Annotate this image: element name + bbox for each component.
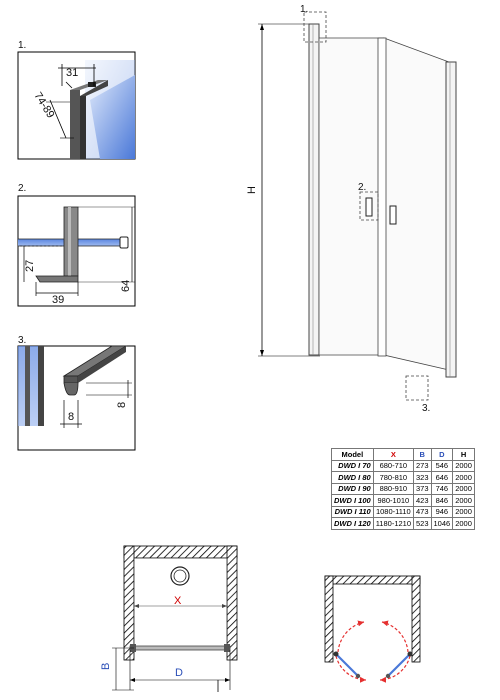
table-row: DWD I 70 680-710 273 546 2000 (331, 459, 475, 472)
table-row: DWD I 100 980-1010 423 846 2000 (331, 494, 475, 507)
detail2-height1-dim: 27 (24, 260, 36, 272)
cell-d: 946 (430, 505, 454, 518)
col-b: B (413, 448, 432, 461)
cell-d: 746 (430, 482, 454, 495)
callout-1: 1. (300, 4, 308, 15)
cell-model: DWD I 120 (331, 517, 374, 530)
plan-b-dim: B (100, 663, 112, 670)
callout-3: 3. (422, 403, 430, 414)
cell-h: 2000 (452, 459, 475, 472)
detail1-panel (17, 51, 136, 160)
cell-h: 2000 (452, 494, 475, 507)
detail3-width-dim: 8 (68, 411, 74, 423)
table-row: DWD I 110 1080-1110 473 946 2000 (331, 505, 475, 518)
door-elevation (258, 11, 457, 401)
detail1-label: 1. (18, 40, 26, 51)
col-h: H (452, 448, 475, 461)
door-swing-diagram (324, 575, 421, 683)
detail2-panel (17, 195, 136, 307)
cell-d: 646 (430, 471, 454, 484)
detail1-width-dim: 31 (66, 67, 78, 79)
cell-b: 373 (413, 482, 432, 495)
cell-b: 473 (413, 505, 432, 518)
cell-h: 2000 (452, 482, 475, 495)
cell-x: 780-810 (372, 471, 415, 484)
cell-d: 1046 (430, 517, 454, 530)
dimension-table: Model X B D H DWD I 70 680-710 273 546 2… (331, 448, 475, 530)
cell-x: 980-1010 (372, 494, 415, 507)
cell-h: 2000 (452, 505, 475, 518)
detail3-label: 3. (18, 335, 26, 346)
cell-b: 423 (413, 494, 432, 507)
cell-d: 846 (430, 494, 454, 507)
detail2-height2-dim: 64 (120, 280, 132, 292)
cell-model: DWD I 70 (331, 459, 374, 472)
cell-x: 1180-1210 (372, 517, 415, 530)
callout-2: 2. (358, 182, 366, 193)
cell-model: DWD I 80 (331, 471, 374, 484)
cell-h: 2000 (452, 517, 475, 530)
table-row: DWD I 120 1180-1210 523 1046 2000 (331, 517, 475, 530)
plan-d-dim: D (175, 667, 183, 679)
cell-model: DWD I 110 (331, 505, 374, 518)
table-row: DWD I 90 880-910 373 746 2000 (331, 482, 475, 495)
col-model: Model (331, 448, 374, 461)
detail3-panel (17, 345, 136, 451)
table-header-row: Model X B D H (331, 448, 475, 461)
cell-x: 680-710 (372, 459, 415, 472)
col-d: D (430, 448, 454, 461)
detail3-height-dim: 8 (116, 402, 128, 408)
cell-d: 546 (430, 459, 454, 472)
cell-model: DWD I 100 (331, 494, 374, 507)
col-x: X (372, 448, 415, 461)
cell-x: 880-910 (372, 482, 415, 495)
plan-x-dim: X (174, 595, 182, 607)
detail2-width-dim: 39 (52, 294, 64, 306)
cell-model: DWD I 90 (331, 482, 374, 495)
cell-b: 323 (413, 471, 432, 484)
cell-b: 273 (413, 459, 432, 472)
cell-b: 523 (413, 517, 432, 530)
table-row: DWD I 80 780-810 323 646 2000 (331, 471, 475, 484)
plan-view (112, 545, 238, 692)
cell-h: 2000 (452, 471, 475, 484)
cell-x: 1080-1110 (372, 505, 415, 518)
detail2-label: 2. (18, 183, 26, 194)
height-dim: H (246, 186, 258, 194)
